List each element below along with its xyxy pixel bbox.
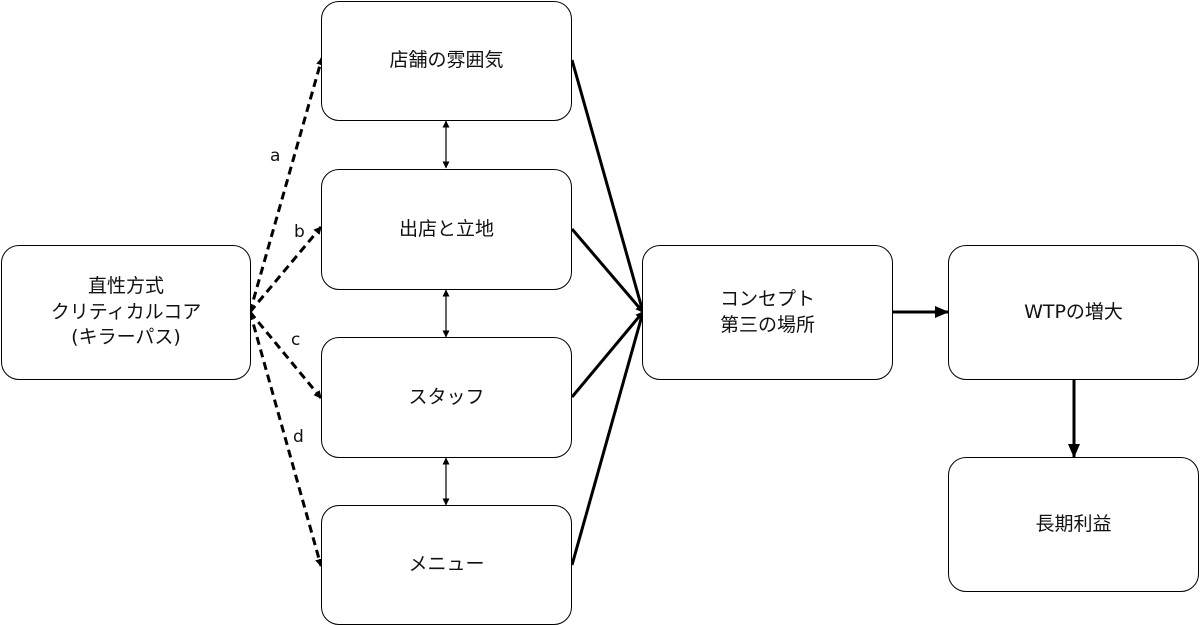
node-critical-core: 直性方式 クリティカルコア (キラーパス) [1,245,251,380]
edge-label-d: d [293,427,304,447]
arrow-core-to-atmosphere [248,57,324,313]
arrow-menu-to-concept [570,311,645,566]
node-staff: スタッフ [321,337,572,458]
node-menu-label: メニュー [408,553,485,576]
node-concept-line-1: コンセプト [719,287,815,310]
node-wtp-increase-label: WTPの増大 [1024,300,1123,323]
arrow-atmosphere-to-concept [570,59,645,313]
node-critical-core-line-1: 直性方式 [87,275,164,298]
node-store-location-label: 出店と立地 [398,217,494,240]
arrow-core-to-menu [248,311,323,567]
node-concept-line-2: 第三の場所 [719,313,815,336]
node-store-atmosphere: 店舗の雰囲気 [321,1,572,121]
arrow-core-to-location [248,226,323,313]
node-menu: メニュー [321,505,572,625]
edge-label-b: b [294,222,305,242]
node-critical-core-line-2: クリティカルコア [50,300,202,323]
edge-label-a: a [270,146,281,166]
node-critical-core-line-3: (キラーパス) [71,326,181,349]
arrow-core-to-staff [248,311,323,399]
node-store-location: 出店と立地 [321,169,572,290]
node-concept: コンセプト 第三の場所 [642,245,893,380]
node-staff-label: スタッフ [408,385,485,408]
arrow-location-to-concept [570,228,645,313]
edge-label-c: c [291,330,301,350]
node-wtp-increase: WTPの増大 [948,245,1199,380]
node-long-term-profit: 長期利益 [948,457,1199,592]
arrow-staff-to-concept [570,311,645,398]
node-long-term-profit-label: 長期利益 [1035,512,1112,535]
node-store-atmosphere-label: 店舗の雰囲気 [389,49,504,72]
